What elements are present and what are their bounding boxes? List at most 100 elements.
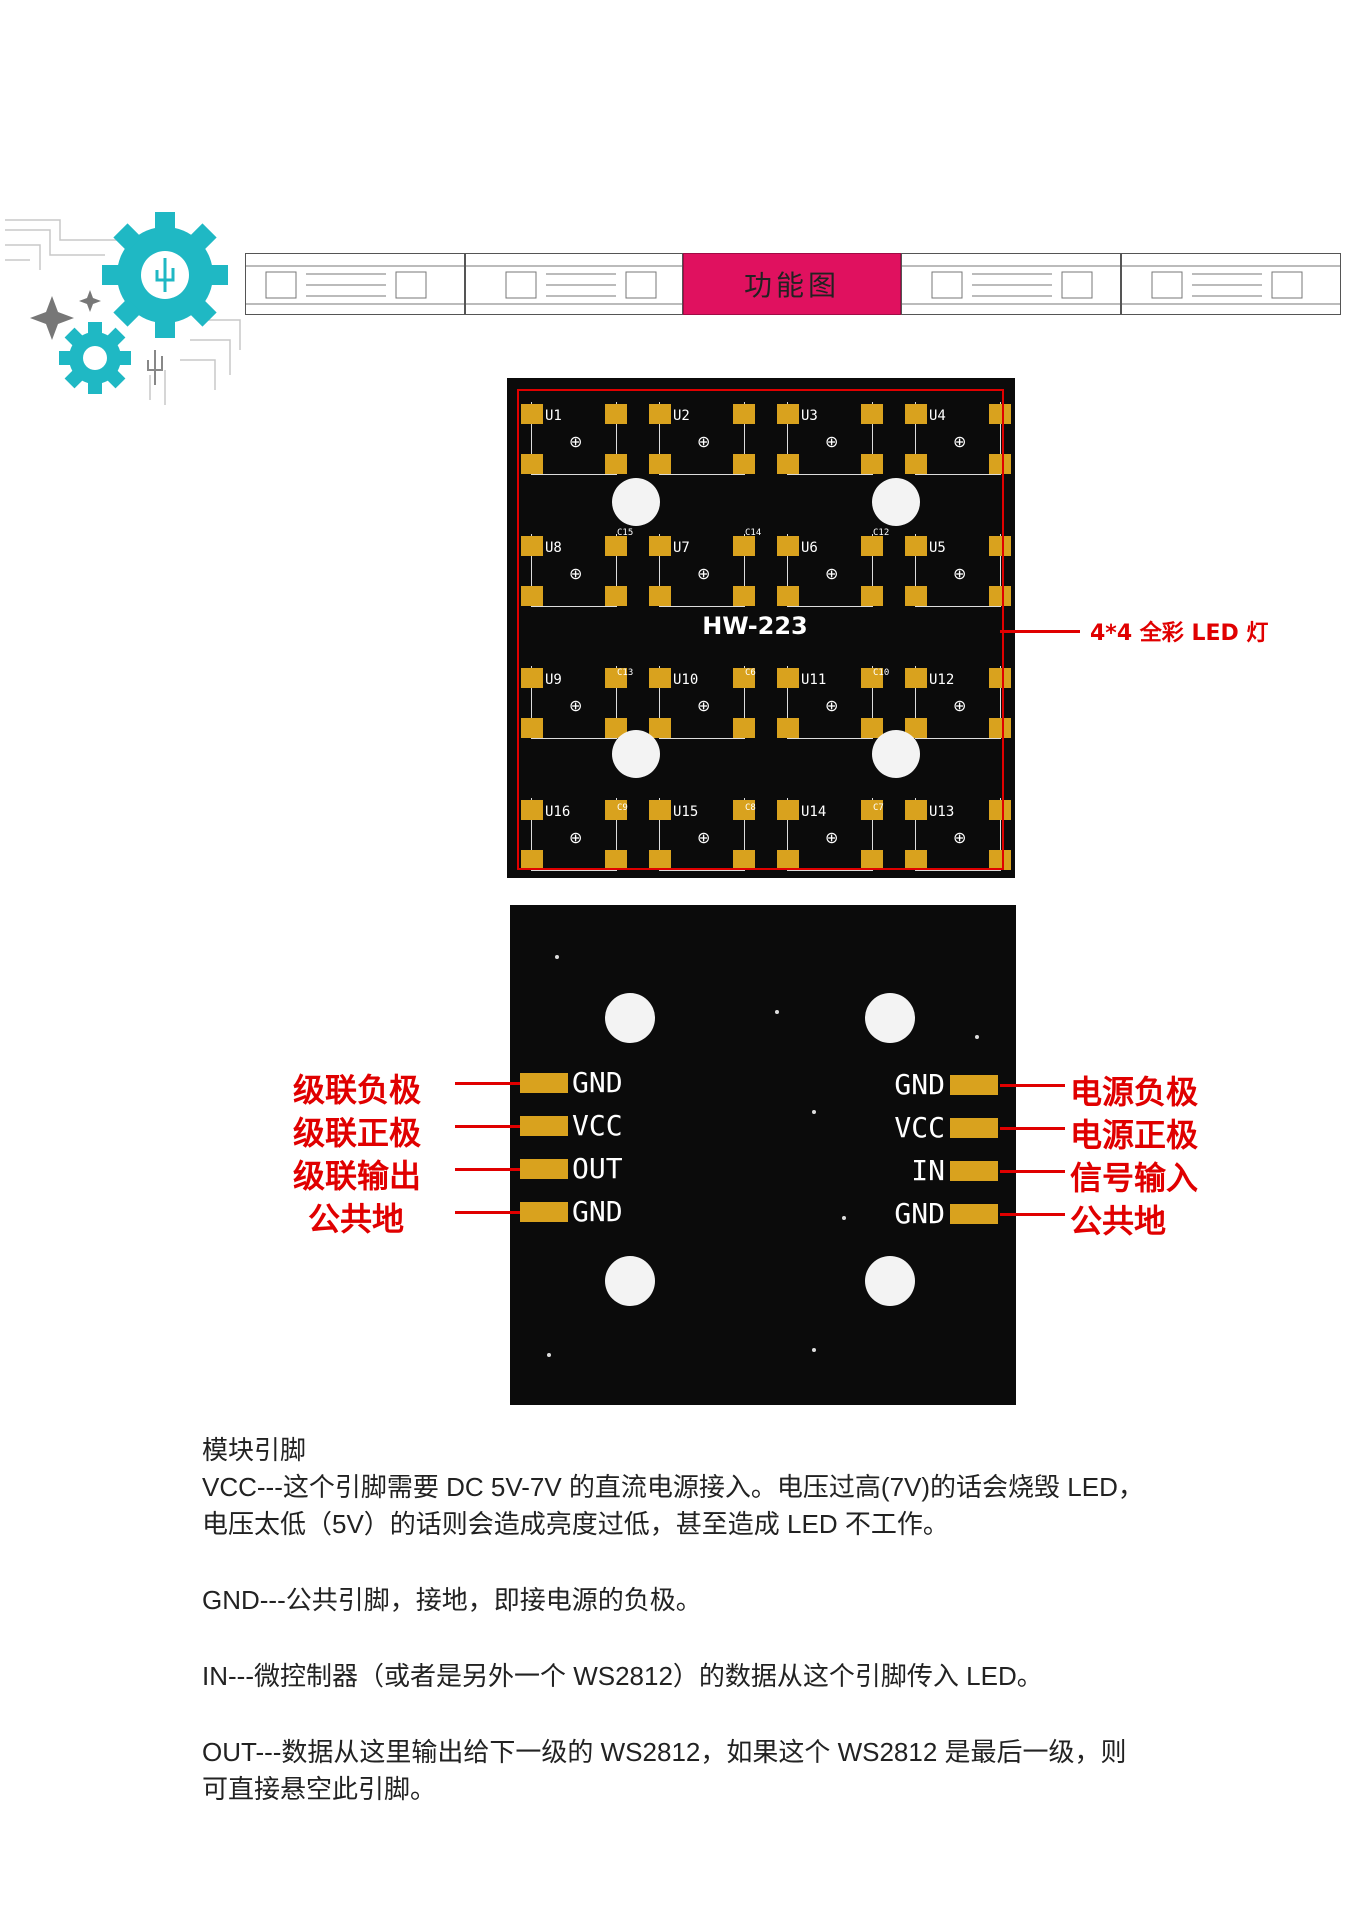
- led-footprint: [915, 402, 1001, 475]
- led-marker-icon: ⊕: [569, 564, 583, 583]
- led-footprint: [659, 666, 745, 739]
- led-pad: [989, 668, 1011, 688]
- banner-circuit-segment: [901, 253, 1121, 315]
- right-label-1: 电源正极: [1070, 1116, 1199, 1154]
- led-marker-icon: ⊕: [569, 432, 583, 451]
- led-pad: [777, 668, 799, 688]
- led-ref-label: U4: [929, 408, 946, 424]
- right-callout-line: [1000, 1084, 1065, 1087]
- capacitor-label: C9: [617, 803, 628, 813]
- led-pad: [733, 586, 755, 606]
- led-pad: [733, 800, 755, 820]
- mounting-hole: [605, 993, 655, 1043]
- led-pad: [649, 404, 671, 424]
- led-ref-label: U13: [929, 804, 955, 820]
- led-footprint: [787, 798, 873, 871]
- mounting-hole: [865, 1256, 915, 1306]
- led-footprint: [659, 402, 745, 475]
- left-callout-line: [455, 1082, 520, 1085]
- led-pad: [605, 668, 627, 688]
- via-dot: [812, 1110, 816, 1114]
- via-dot: [547, 1353, 551, 1357]
- led-marker-icon: ⊕: [697, 564, 711, 583]
- right-pin-name-1: VCC: [894, 1111, 945, 1144]
- led-footprint: [531, 666, 617, 739]
- led-pad: [861, 718, 883, 738]
- capacitor-label: C12: [873, 528, 890, 538]
- led-ref-label: U5: [929, 540, 946, 556]
- led-pad: [521, 800, 543, 820]
- led-footprint: [787, 402, 873, 475]
- gnd-description: GND---公共引脚，接地，即接电源的负极。: [202, 1585, 702, 1615]
- led-pad: [605, 536, 627, 556]
- mounting-hole: [612, 730, 660, 778]
- right-pin-pad: [950, 1161, 998, 1181]
- led-pad: [649, 718, 671, 738]
- left-callout-line: [455, 1125, 520, 1128]
- led-pad: [733, 718, 755, 738]
- left-pin-name-3: GND: [572, 1195, 623, 1228]
- led-pad: [605, 454, 627, 474]
- in-description: IN---微控制器（或者是另外一个 WS2812）的数据从这个引脚传入 LED。: [202, 1661, 1043, 1691]
- right-callout-line: [1000, 1170, 1065, 1173]
- right-label-0: 电源负极: [1070, 1073, 1199, 1111]
- left-pin-name-0: GND: [572, 1066, 623, 1099]
- led-pad: [649, 586, 671, 606]
- led-pad: [521, 718, 543, 738]
- led-pad: [777, 404, 799, 424]
- led-pad: [989, 800, 1011, 820]
- led-pad: [521, 668, 543, 688]
- led-marker-icon: ⊕: [953, 828, 967, 847]
- led-pad: [649, 454, 671, 474]
- banner-circuit-segment: [1121, 253, 1341, 315]
- out-description-line2: 可直接悬空此引脚。: [202, 1774, 437, 1804]
- led-pad: [905, 668, 927, 688]
- led-pad: [521, 404, 543, 424]
- led-pad: [605, 800, 627, 820]
- led-callout-label: 4*4 全彩 LED 灯: [1090, 621, 1269, 646]
- capacitor-label: C6: [745, 668, 756, 678]
- capacitor-label: C10: [873, 668, 890, 678]
- led-footprint: [531, 534, 617, 607]
- led-footprint: [787, 666, 873, 739]
- led-marker-icon: ⊕: [569, 828, 583, 847]
- led-pad: [989, 718, 1011, 738]
- led-pad: [521, 850, 543, 870]
- right-pin-name-0: GND: [894, 1068, 945, 1101]
- led-marker-icon: ⊕: [953, 564, 967, 583]
- led-pad: [521, 536, 543, 556]
- led-ref-label: U14: [801, 804, 827, 820]
- mounting-hole: [872, 730, 920, 778]
- capacitor-label: C8: [745, 803, 756, 813]
- led-ref-label: U15: [673, 804, 699, 820]
- led-pad: [905, 718, 927, 738]
- led-pad: [905, 536, 927, 556]
- capacitor-label: C15: [617, 528, 634, 538]
- led-marker-icon: ⊕: [697, 696, 711, 715]
- led-ref-label: U3: [801, 408, 818, 424]
- banner-circuit-segment: [245, 253, 465, 315]
- led-pad: [649, 536, 671, 556]
- right-label-2: 信号输入: [1070, 1159, 1199, 1197]
- led-marker-icon: ⊕: [825, 696, 839, 715]
- pcb-front-image: U1⊕U2⊕U3⊕U4⊕U8⊕U7⊕U6⊕U5⊕U9⊕U10⊕U11⊕U12⊕U…: [507, 378, 1015, 878]
- led-pad: [649, 668, 671, 688]
- capacitor-label: C13: [617, 668, 634, 678]
- led-pad: [733, 454, 755, 474]
- mounting-hole: [865, 993, 915, 1043]
- mounting-hole: [612, 478, 660, 526]
- led-ref-label: U12: [929, 672, 955, 688]
- led-ref-label: U8: [545, 540, 562, 556]
- led-pad: [777, 800, 799, 820]
- mounting-hole: [605, 1256, 655, 1306]
- led-pad: [605, 850, 627, 870]
- led-footprint: [659, 798, 745, 871]
- led-pad: [905, 404, 927, 424]
- right-callout-line: [1000, 1213, 1065, 1216]
- capacitor-label: C7: [873, 803, 884, 813]
- led-footprint: [531, 798, 617, 871]
- callout-line: [1000, 630, 1080, 633]
- led-ref-label: U7: [673, 540, 690, 556]
- led-footprint: [915, 666, 1001, 739]
- left-label-0: 级联负极: [293, 1071, 422, 1109]
